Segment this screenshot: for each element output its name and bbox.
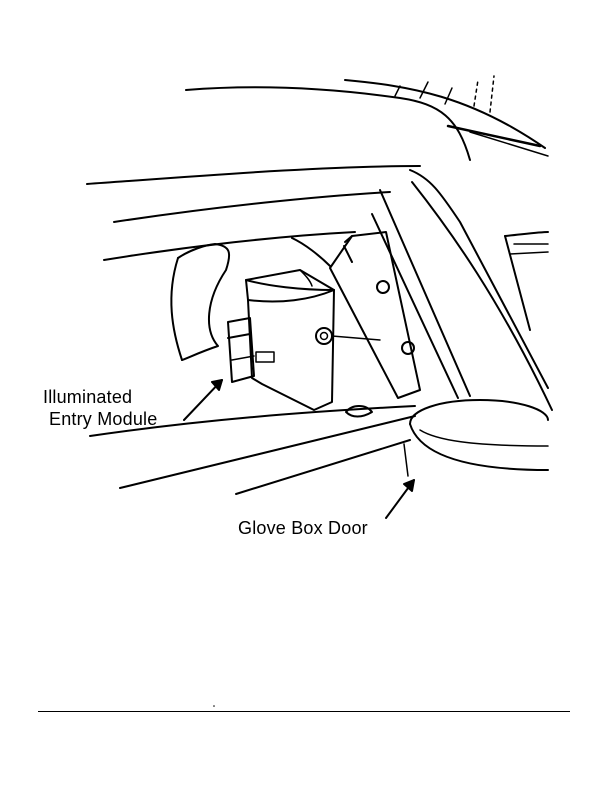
- illuminated-entry-module-label-line2: Entry Module: [49, 409, 158, 429]
- dot-mark: [213, 705, 215, 707]
- glove-box-door-lines: [89, 399, 549, 495]
- mounting-bracket: [329, 231, 421, 399]
- glove-box-door-arrow: [385, 479, 415, 519]
- glove-box-cavity: [170, 237, 331, 361]
- glove-box-door-label: Glove Box Door: [238, 518, 368, 538]
- illuminated-entry-module-label-line1: Illuminated: [43, 387, 133, 407]
- windshield-edge: [185, 75, 549, 161]
- module-box: [227, 269, 381, 411]
- module-arrow: [183, 379, 223, 421]
- horizontal-rule: [38, 711, 570, 712]
- dash-upper-panel: [86, 165, 421, 261]
- center-console: [371, 169, 553, 411]
